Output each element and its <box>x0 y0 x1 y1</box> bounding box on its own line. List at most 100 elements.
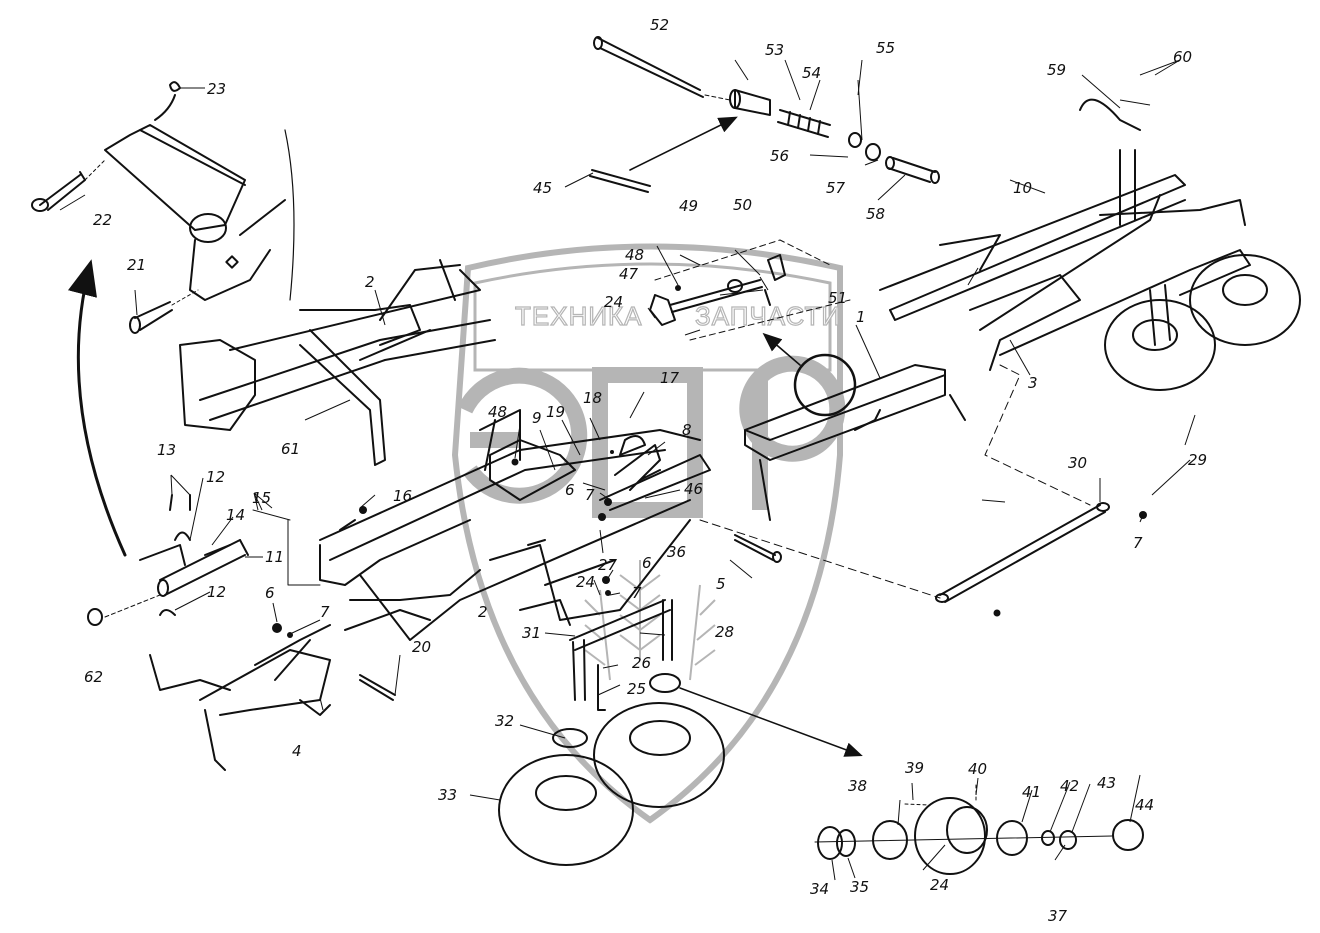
label-1: 1 <box>856 308 866 326</box>
wheel-rear-2 <box>1189 254 1301 346</box>
bolt-5 <box>734 534 782 563</box>
label-50: 50 <box>733 196 752 214</box>
label-51: 51 <box>828 289 847 307</box>
label-2b: 2 <box>478 603 488 621</box>
label-6c: 6 <box>642 554 652 572</box>
hub-32 <box>552 728 588 748</box>
label-42: 42 <box>1060 777 1079 795</box>
label-8: 8 <box>682 421 692 439</box>
frame-61 <box>179 259 496 466</box>
tube-58 <box>885 156 940 184</box>
leader-lines <box>59 59 1196 881</box>
label-56: 56 <box>770 147 789 165</box>
tie-rod-leader <box>984 364 1091 506</box>
label-31: 31 <box>522 624 541 642</box>
label-17: 17 <box>660 369 680 387</box>
label-10: 10 <box>1013 179 1032 197</box>
nut-57 <box>865 143 881 161</box>
label-37: 37 <box>1048 907 1068 925</box>
pin-21 <box>129 289 199 334</box>
label-9: 9 <box>532 409 542 427</box>
hub-detail-arrow <box>679 687 863 757</box>
label-23: 23 <box>207 80 226 98</box>
frame-10 <box>879 98 1251 371</box>
label-35: 35 <box>850 878 869 896</box>
label-4: 4 <box>292 742 302 760</box>
label-20: 20 <box>412 638 431 656</box>
label-62: 62 <box>84 668 103 686</box>
cross-tube-11 <box>139 531 249 616</box>
wheel-front-1 <box>498 754 634 866</box>
label-52: 52 <box>650 16 669 34</box>
label-3: 3 <box>1028 374 1038 392</box>
label-7b: 7 <box>585 486 595 504</box>
watermark <box>451 243 846 824</box>
watermark-letter-f <box>739 355 846 510</box>
label-26: 26 <box>632 654 651 672</box>
label-18: 18 <box>583 389 602 407</box>
part-labels: 1 2 2 3 4 5 6 6 6 7 7 7 7 8 9 10 11 12 1… <box>84 16 1207 925</box>
hinge-8 <box>614 444 661 491</box>
label-25: 25 <box>627 680 646 698</box>
leader-15-bracket <box>287 519 321 586</box>
label-27: 27 <box>598 556 618 574</box>
label-7c: 7 <box>632 584 642 602</box>
watermark-shield <box>451 243 843 824</box>
cap-62 <box>87 608 103 626</box>
label-6b: 6 <box>565 481 575 499</box>
label-46: 46 <box>684 480 703 498</box>
pins-15 <box>252 509 291 521</box>
label-28: 28 <box>715 623 734 641</box>
watermark-letter-p <box>592 367 703 518</box>
return-arrow <box>67 259 127 557</box>
spring-54 <box>777 109 831 138</box>
label-6a: 6 <box>265 584 275 602</box>
pin-22 <box>31 159 106 212</box>
frame-1 <box>744 353 966 521</box>
label-5: 5 <box>716 575 726 593</box>
label-43: 43 <box>1097 774 1116 792</box>
lever-9 <box>489 439 576 501</box>
label-2a: 2 <box>365 273 375 291</box>
label-29: 29 <box>1188 451 1207 469</box>
label-48a: 48 <box>625 246 644 264</box>
label-22: 22 <box>93 211 112 229</box>
label-44: 44 <box>1135 796 1154 814</box>
fasteners <box>272 285 1147 638</box>
label-12a: 12 <box>206 468 225 486</box>
lynch-pin-23 <box>154 81 181 121</box>
watermark-text-right: ЗАПЧАСТИ <box>695 301 841 331</box>
hitch-bracket-detail <box>104 124 295 301</box>
label-41: 41 <box>1022 783 1041 801</box>
label-61: 61 <box>281 440 300 458</box>
frame-2-main <box>319 409 711 641</box>
leader-11-dash <box>104 594 161 618</box>
washer-56 <box>848 132 862 148</box>
label-45: 45 <box>533 179 552 197</box>
pin-14 <box>204 544 231 556</box>
front-frame-4 <box>149 624 331 771</box>
hub-25 <box>649 673 681 693</box>
tie-rod-leader-2 <box>699 519 941 599</box>
watermark-banner <box>473 262 832 372</box>
rod-52 <box>593 36 704 98</box>
label-48b: 48 <box>488 403 507 421</box>
label-24a: 24 <box>604 293 623 311</box>
label-33: 33 <box>438 786 457 804</box>
label-24b: 24 <box>576 573 595 591</box>
label-16: 16 <box>393 487 412 505</box>
label-15: 15 <box>252 489 271 507</box>
bracket-17 <box>619 435 646 456</box>
label-47: 47 <box>619 265 639 283</box>
axle-31 <box>569 599 673 711</box>
label-11: 11 <box>265 548 284 566</box>
label-57: 57 <box>826 179 846 197</box>
label-60: 60 <box>1173 48 1192 66</box>
label-12b: 12 <box>207 583 226 601</box>
watermark-text-left: ТЕХНИКА <box>515 301 643 331</box>
label-24c: 24 <box>930 876 949 894</box>
label-39: 39 <box>905 759 924 777</box>
lock-mechanism <box>649 239 851 341</box>
label-34: 34 <box>810 880 829 898</box>
